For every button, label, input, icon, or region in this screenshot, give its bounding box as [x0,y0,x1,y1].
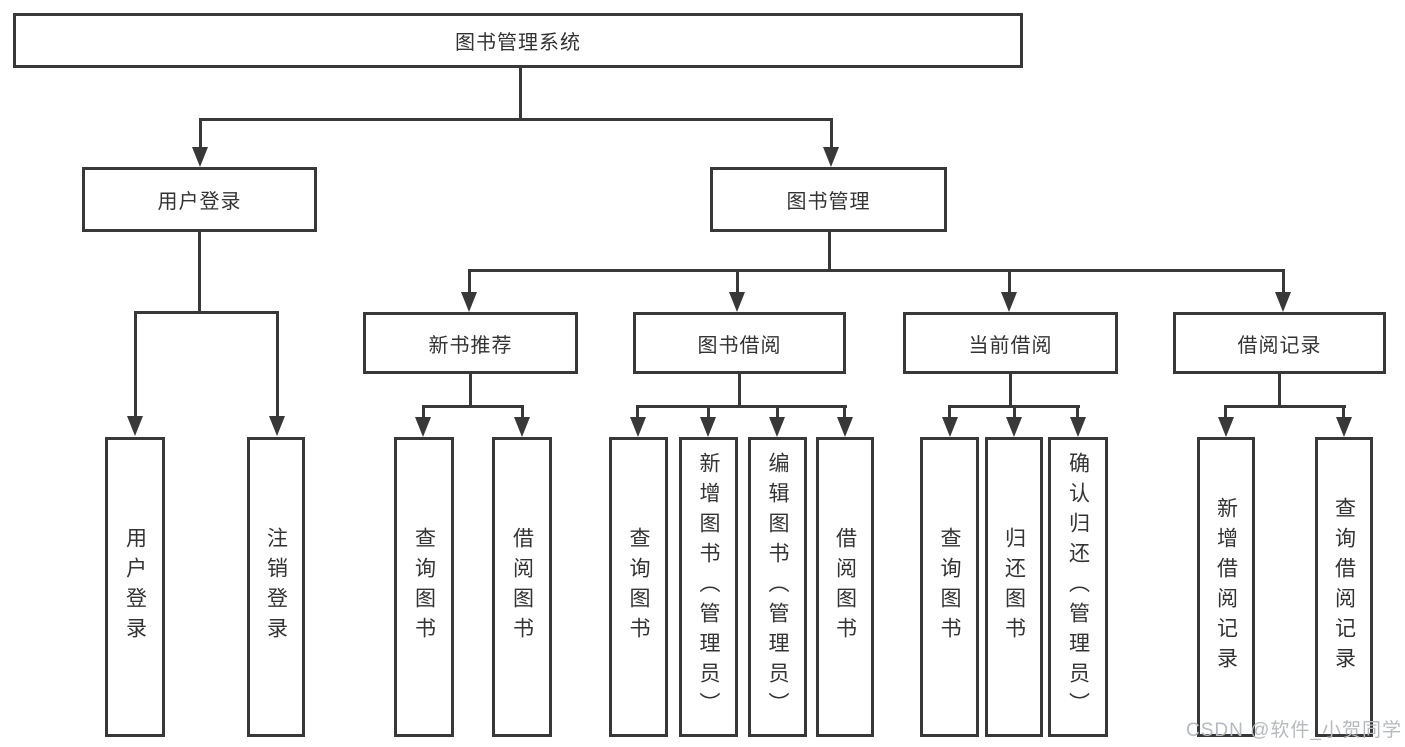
node-label: 查询图书 [412,527,436,647]
leaf-logout: 注销登录 [247,437,305,737]
node-label: 新书推荐 [428,334,513,357]
connector-line [468,269,471,295]
leaf-query-books-current: 查询图书 [920,437,979,737]
leaf-user-login: 用户登录 [105,437,165,737]
node-label: 图书管理 [786,191,871,213]
arrow-down-icon [769,417,785,437]
node-label: 用户登录 [157,191,242,213]
node-label: 新增图书（管理员） [697,452,720,722]
connector-line [776,405,779,418]
node-label: 确认归还（管理员） [1066,452,1090,722]
arrow-down-icon [1218,417,1234,437]
connector-line [843,405,846,418]
arrow-down-icon [269,416,285,436]
node-borrowing-records: 借阅记录 [1173,312,1386,374]
leaf-add-book-admin: 新增图书（管理员） [679,437,738,737]
arrow-down-icon [823,147,839,167]
connector-line [1282,269,1285,295]
connector-line [1076,405,1079,418]
node-label: 用户登录 [123,527,147,647]
node-label: 编辑图书（管理员） [766,452,789,722]
connector-line [830,118,833,149]
connector-line [468,269,1285,272]
connector-line [521,405,524,418]
connector-line [519,68,522,120]
connector-line [1008,269,1011,295]
node-label: 新增借阅记录 [1214,497,1238,677]
node-label: 借阅图书 [833,527,857,647]
node-label: 注销登录 [264,527,288,647]
node-label: 图书借阅 [697,334,782,357]
connector-line [276,311,279,417]
node-label: 图书管理系统 [455,32,581,54]
leaf-return-books: 归还图书 [985,437,1043,737]
leaf-query-borrow-record: 查询借阅记录 [1315,437,1373,737]
arrow-down-icon [1070,417,1086,437]
arrow-down-icon [1336,417,1352,437]
connector-line [422,405,425,418]
csdn-watermark: CSDN @软件_小贺同学 [1186,720,1402,741]
node-label: 查询借阅记录 [1332,497,1356,677]
arrow-down-icon [700,417,716,437]
arrow-down-icon [837,417,853,437]
connector-line [199,118,202,149]
connector-line [1009,374,1012,407]
connector-line [738,374,741,407]
node-new-book-recommendation: 新书推荐 [363,312,578,374]
connector-line [636,405,847,408]
arrow-down-icon [1001,292,1017,312]
arrow-down-icon [729,292,745,312]
leaf-query-books-recommend: 查询图书 [394,437,454,737]
node-library-management-system: 图书管理系统 [13,13,1023,68]
connector-line [1224,405,1346,408]
connector-line [636,405,639,418]
leaf-edit-book-admin: 编辑图书（管理员） [748,437,807,737]
node-label: 归还图书 [1002,527,1026,647]
connector-line [1224,405,1227,418]
node-label: 查询图书 [627,527,650,647]
connector-line [707,405,710,418]
arrow-down-icon [1275,292,1291,312]
leaf-borrow-books-recommend: 借阅图书 [492,437,552,737]
arrow-down-icon [1006,417,1022,437]
connector-line [134,311,137,417]
connector-line [199,118,833,121]
arrow-down-icon [514,417,530,437]
node-book-borrowing: 图书借阅 [633,312,846,374]
arrow-down-icon [192,147,208,167]
leaf-confirm-return-admin: 确认归还（管理员） [1048,437,1108,737]
connector-line [828,232,831,271]
node-current-borrowing: 当前借阅 [903,312,1118,374]
connector-line [469,374,472,407]
connector-line [1278,374,1281,407]
connector-line [134,311,279,314]
arrow-down-icon [127,416,143,436]
node-book-management: 图书管理 [710,167,947,232]
node-label: 借阅记录 [1237,334,1322,357]
leaf-query-books-borrowing: 查询图书 [609,437,668,737]
leaf-add-borrow-record: 新增借阅记录 [1197,437,1255,737]
node-label: 查询图书 [938,527,961,647]
node-label: 借阅图书 [510,527,534,647]
connector-line [1342,405,1345,418]
node-label: 当前借阅 [968,334,1053,357]
connector-line [422,405,524,408]
arrow-down-icon [461,292,477,312]
connector-line [1013,405,1016,418]
arrow-down-icon [942,417,958,437]
leaf-borrow-books-borrowing: 借阅图书 [816,437,874,737]
arrow-down-icon [415,417,431,437]
arrow-down-icon [630,417,646,437]
node-user-login: 用户登录 [82,167,317,232]
connector-line [198,232,201,313]
connector-line [948,405,951,418]
connector-line [736,269,739,295]
